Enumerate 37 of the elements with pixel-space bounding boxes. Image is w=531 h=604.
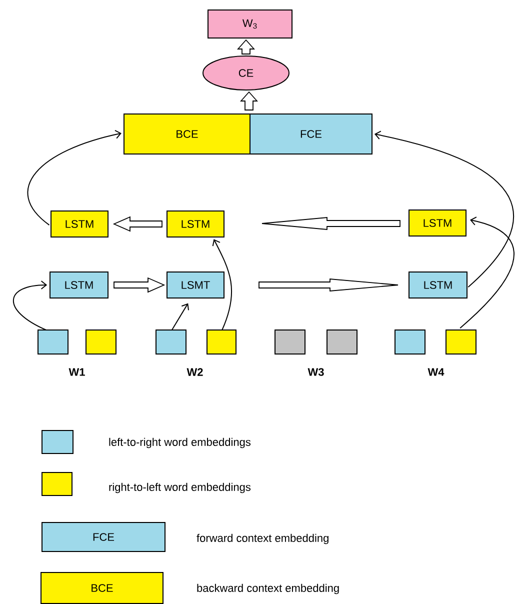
embedding-box: BCE bbox=[124, 114, 250, 154]
word-label: W2 bbox=[186, 368, 203, 376]
arrow bbox=[460, 216, 514, 329]
lstm-box: LSTM bbox=[50, 210, 108, 238]
embedding-square bbox=[156, 330, 186, 354]
block-arrow bbox=[240, 91, 258, 110]
lstm-box: LSTM bbox=[50, 272, 108, 298]
block-arrow bbox=[112, 216, 162, 232]
embedding-square bbox=[206, 330, 236, 354]
legend-text: forward context embedding bbox=[196, 534, 328, 544]
word-label: W4 bbox=[428, 368, 444, 376]
embedding-square bbox=[326, 330, 358, 354]
embedding-square bbox=[274, 330, 306, 354]
block-arrow bbox=[258, 278, 398, 292]
embedding-box: FCE bbox=[250, 114, 372, 154]
arrow bbox=[374, 130, 514, 288]
legend-text: backward context embedding bbox=[197, 584, 339, 594]
block-arrow bbox=[262, 217, 400, 230]
lstm-box: LSTM bbox=[408, 272, 468, 298]
embedding-square bbox=[38, 330, 68, 354]
lstm-box: LSMT bbox=[166, 272, 224, 298]
word-label: W3 bbox=[308, 368, 324, 376]
lstm-box: LSTM bbox=[166, 210, 224, 238]
output-box: W$_{3}$ bbox=[208, 10, 292, 38]
legend-text: right-to-left word embeddings bbox=[109, 482, 251, 494]
embedding-square bbox=[446, 330, 476, 354]
block-arrow bbox=[114, 277, 166, 293]
arrow bbox=[212, 239, 232, 330]
lstm-box: LSTM bbox=[408, 210, 466, 236]
embedding-square bbox=[394, 330, 426, 354]
arrow bbox=[27, 130, 122, 226]
word-label: W1 bbox=[68, 368, 85, 376]
block-arrow bbox=[237, 39, 255, 54]
legend-text: left-to-right word embeddings bbox=[109, 438, 251, 448]
embedding-square bbox=[86, 330, 116, 354]
arrow bbox=[12, 280, 48, 330]
arrow bbox=[171, 303, 190, 330]
